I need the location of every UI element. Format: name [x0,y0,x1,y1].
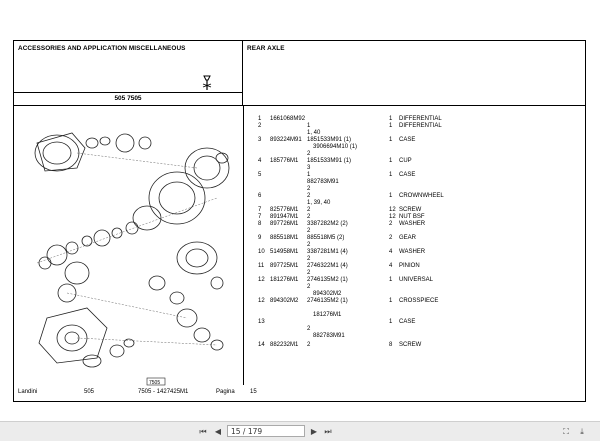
section-title: ACCESSORIES AND APPLICATION MISCELLANEOU… [18,45,186,52]
parts-row-note: 3906694M10 (1) [313,144,358,150]
parts-row-note: 2 [307,151,311,157]
footer-code: 7505 - 1427425M1 [138,389,189,395]
parts-row-note: 3 [307,165,311,171]
sub-code: 2 [307,342,311,348]
fullscreen-icon[interactable]: ⛶ [563,427,569,436]
sub-code: 2 [307,207,311,213]
parts-row-note: 1, 39, 40 [307,200,331,206]
sub-code: 1 [307,123,311,129]
sub-code: 2746135M2 (1) [307,277,348,283]
tractor-section-icon [202,75,212,90]
parts-row-note: 181276M1 [313,312,342,318]
footer-brand: Landini [18,389,38,395]
next-page-icon[interactable]: ▶ [310,427,318,436]
sub-code: 2 [307,193,311,199]
sub-code: 2 [307,214,311,220]
footer-model: 505 [84,389,95,395]
first-page-icon[interactable]: ⏮ [199,427,207,436]
parts-row-note: 1, 40 [307,130,321,136]
last-page-icon[interactable]: ⏭ [324,427,332,436]
column-divider [243,106,244,385]
page-number-input[interactable]: 15 / 179 [227,425,305,437]
sub-code: 2 [307,228,311,234]
sub-code: 2 [307,242,311,248]
parts-row-note: 882783M91 [307,179,339,185]
sub-code: 3387282M2 (2) [307,221,348,227]
document-page: ACCESSORIES AND APPLICATION MISCELLANEOU… [13,40,586,402]
sheet-footer: Landini 505 7505 - 1427425M1 Pagina 15 [14,385,585,401]
sub-code: 2746322M1 (4) [307,263,348,269]
pdf-viewer-toolbar: ⏮ ◀ 15 / 179 ▶ ⏭ ⛶ ⤓ [0,421,600,441]
parts-row-note: 882783M91 [313,333,345,339]
sub-code: 3387281M1 (4) [307,249,348,255]
assembly-title: REAR AXLE [247,45,285,52]
sub-code: 885518M5 (2) [307,235,345,241]
footer-page-label: Pagina [216,389,235,395]
parts-sheet-frame: ACCESSORIES AND APPLICATION MISCELLANEOU… [13,40,586,402]
download-icon[interactable]: ⤓ [580,427,584,436]
prev-page-icon[interactable]: ◀ [214,427,222,436]
parts-row-note: 2 [307,186,311,192]
sub-code: 1 [307,172,311,178]
sub-code: 2746135M2 (1) [307,298,348,304]
sub-code: 2 [307,284,311,290]
section-header: ACCESSORIES AND APPLICATION MISCELLANEOU… [14,41,243,93]
sub-code: 2 [307,326,311,332]
sub-code: 1851533M91 (1) [307,158,352,164]
sub-code: 2 [307,270,311,276]
parts-row-note: 894302M2 [313,291,342,297]
model-label: 505 7505 [14,93,243,106]
diagram-callout: 7505 [149,380,160,386]
sub-code: 1851533M91 (1) [307,137,352,143]
sub-code: 2 [307,256,311,262]
exploded-axle-diagram: 7505 [34,132,230,386]
assembly-header: REAR AXLE [243,41,585,106]
footer-page-number: 15 [250,389,257,395]
